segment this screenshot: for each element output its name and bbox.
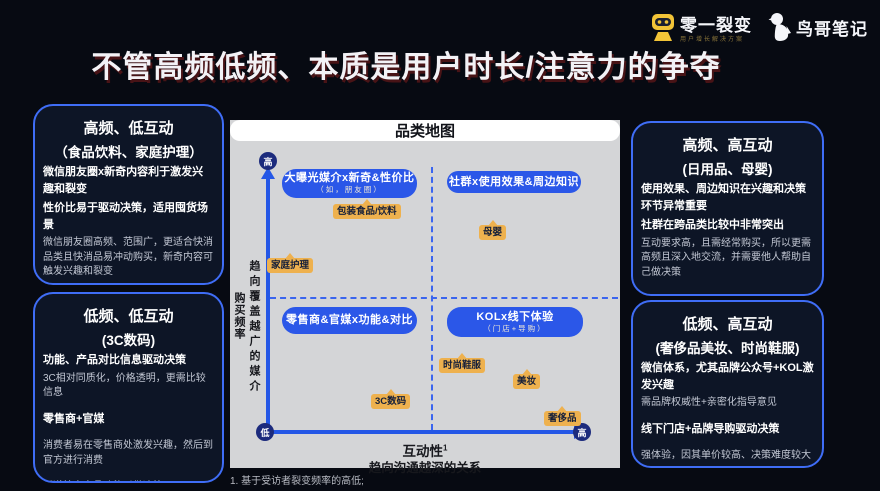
- quadrant-box-high-freq-low-interaction: 高频、低互动 （食品饮料、家庭护理） 微信朋友圈x新奇内容利于激发兴趣和裂变 性…: [33, 104, 224, 285]
- footnote-mark: 1: [443, 443, 448, 453]
- category-tag-fashion-shoes: 时尚鞋服: [439, 353, 486, 373]
- niaoge-logo-name: 鸟哥笔记: [796, 20, 868, 39]
- strategy-pill-bottom-right: KOLx线下体验 （门店+导购）: [447, 307, 583, 337]
- x-axis-line: [266, 430, 578, 434]
- category-map-panel: 品类地图 高 低 高 趋向覆盖越广的媒介 购买频率 互动性1 趋向沟通越深的关系…: [230, 120, 620, 475]
- header-logos: 零一裂变 用户增长解决方案 鸟哥笔记: [650, 12, 868, 47]
- box-title: 高频、低互动: [83, 120, 174, 137]
- bird-icon: [768, 12, 792, 47]
- y-axis-arrow-icon: [261, 167, 275, 179]
- y-axis-label-outer: 购买频率: [233, 292, 245, 340]
- box-subtitle: （食品饮料、家庭护理）: [54, 145, 203, 160]
- x-axis-sublabel: 趋向沟通越深的关系: [368, 461, 482, 475]
- strategy-pill-top-right: 社群x使用效果&周边知识: [447, 171, 581, 193]
- box-point: 社群在跨品类比较中非常突出: [641, 219, 784, 231]
- box-title: 低频、高互动: [682, 316, 773, 333]
- box-point: 功能、产品对比信息驱动决策: [43, 354, 186, 366]
- category-map-header: 品类地图: [230, 120, 620, 141]
- category-tag-packaged-food: 包装食品/饮料: [333, 199, 401, 219]
- box-point: 消费者易在零售商处激发兴趣，然后到官方进行消费: [43, 440, 213, 466]
- box-point: 强体验，因其单价较高、决策难度较大: [641, 450, 811, 461]
- box-point: 线下门店+品牌导购驱动决策: [641, 422, 780, 435]
- box-point: 渠道核实产品功能以做决策: [43, 480, 214, 481]
- box-point: 微信朋友圈高频、范围广，更适合快消品类且快消品易冲动购买，新奇内容可触发兴趣和裂…: [43, 237, 213, 277]
- box-subtitle: (日用品、母婴): [682, 162, 773, 177]
- zeroone-logo-name: 零一裂变: [680, 15, 752, 35]
- quadrant-divider-horizontal: [270, 297, 618, 299]
- category-tag-beauty: 美妆: [513, 369, 541, 389]
- zeroone-logo: 零一裂变 用户增长解决方案: [650, 12, 752, 47]
- page-title: 不管高频低频、本质是用户时长/注意力的争夺: [91, 51, 721, 84]
- box-point: 使用效果、周边知识在兴趣和决策环节异常重要: [641, 183, 806, 212]
- x-axis-high-node: 高: [573, 423, 591, 441]
- robot-icon: [650, 12, 676, 47]
- category-tag-home-care: 家庭护理: [267, 253, 314, 273]
- box-point: 互动要求高，且需经常购买，所以更需高频且深入地交流，并需要他人帮助自己做决策: [641, 237, 811, 278]
- category-tag-3c-digital: 3C数码: [371, 389, 411, 409]
- box-point: 3C相对同质化，价格透明，更需比较信息: [43, 372, 206, 399]
- box-point: 微信朋友圈x新奇内容利于激发兴趣和裂变: [43, 166, 204, 195]
- strategy-pill-bottom-left: 零售商&官媒x功能&对比: [282, 307, 417, 334]
- box-point: 零售商+官媒: [43, 412, 105, 425]
- y-axis-line: [266, 177, 270, 433]
- box-point: 性价比易于驱动决策，适用囤货场景: [43, 202, 208, 231]
- box-subtitle: (3C数码): [101, 333, 156, 348]
- y-axis-high-node: 高: [259, 152, 277, 170]
- box-point: 微信体系，尤其品牌公众号+KOL激发兴趣: [641, 362, 814, 391]
- quadrant-box-low-freq-low-interaction: 低频、低互动 (3C数码) 功能、产品对比信息驱动决策 3C相对同质化，价格透明…: [33, 292, 224, 483]
- box-point: 需品牌权威性+亲密化指导意见: [641, 397, 777, 408]
- box-title: 高频、高互动: [682, 137, 773, 154]
- chart-footnote: 1. 基于受访者裂变频率的高低;: [230, 476, 364, 487]
- box-title: 低频、低互动: [83, 308, 174, 325]
- quadrant-box-low-freq-high-interaction: 低频、高互动 (奢侈品美妆、时尚鞋服) 微信体系，尤其品牌公众号+KOL激发兴趣…: [631, 300, 824, 468]
- strategy-pill-top-left: 大曝光媒介x新奇&性价比 （如，朋友圈）: [282, 169, 417, 198]
- zeroone-logo-tagline: 用户增长解决方案: [680, 36, 745, 43]
- x-axis-low-node: 低: [256, 423, 274, 441]
- niaoge-logo: 鸟哥笔记: [768, 12, 868, 47]
- quadrant-box-high-freq-high-interaction: 高频、高互动 (日用品、母婴) 使用效果、周边知识在兴趣和决策环节异常重要 社群…: [631, 121, 824, 296]
- y-axis-label-inner: 趋向覆盖越广的媒介: [248, 260, 260, 395]
- category-tag-mother-baby: 母婴: [479, 220, 507, 240]
- x-axis-label: 互动性1: [402, 443, 448, 460]
- box-subtitle: (奢侈品美妆、时尚鞋服): [655, 341, 800, 356]
- category-tag-luxury: 奢侈品: [544, 406, 581, 426]
